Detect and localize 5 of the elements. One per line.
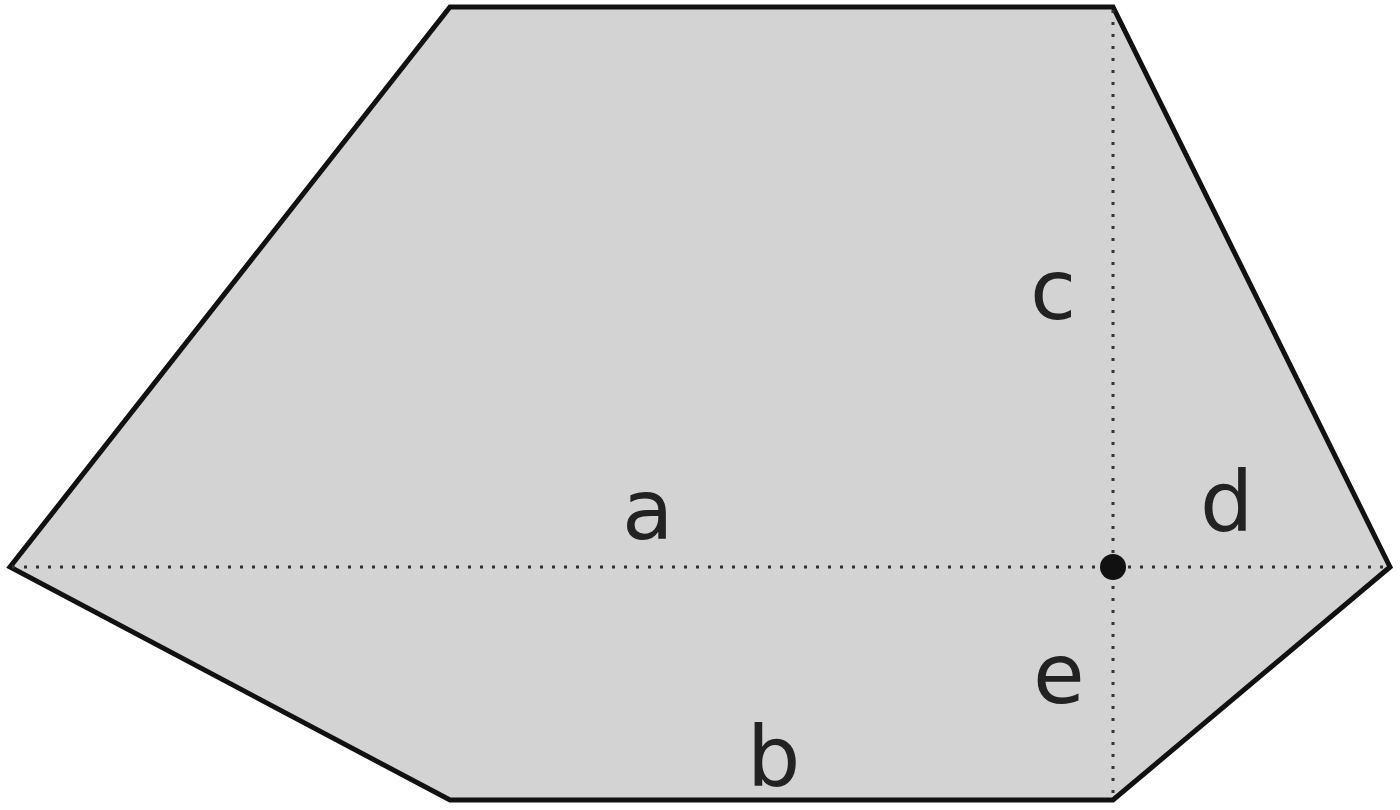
dimension-label: d	[1200, 460, 1254, 544]
dimension-label: a	[622, 468, 674, 552]
dimension-label: b	[747, 715, 801, 799]
dimension-label: e	[1033, 632, 1085, 716]
dimension-label: c	[1030, 248, 1077, 332]
